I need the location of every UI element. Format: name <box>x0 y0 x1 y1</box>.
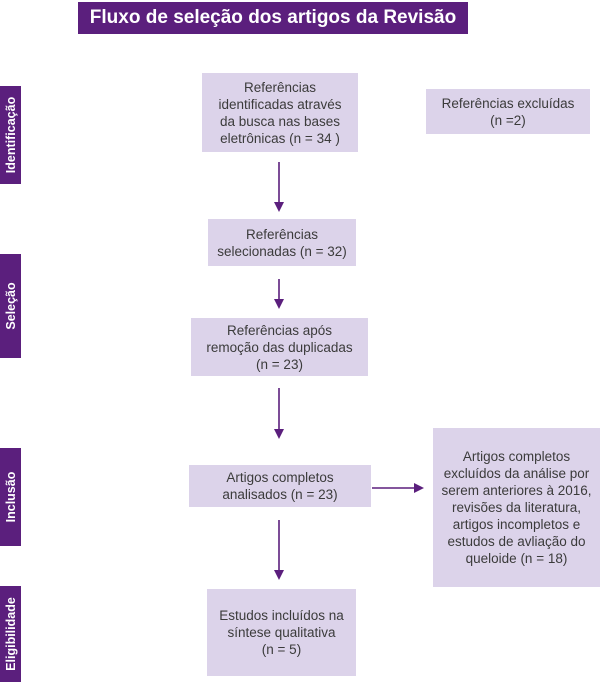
box-analyzed-text: Artigos completos analisados (n = 23) <box>222 470 338 502</box>
diagram-title: Fluxo de seleção dos artigos da Revisão <box>78 2 468 34</box>
stage-tab-selecao: Seleção <box>0 254 21 358</box>
box-analyzed: Artigos completos analisados (n = 23) <box>189 465 371 507</box>
stage-tab-identificacao: Identificação <box>0 86 21 184</box>
box-deduplicated-text: Referências após remoção das duplicadas … <box>206 322 353 372</box>
box-excluded-full-text: Artigos completos excluídos da análise p… <box>441 449 592 566</box>
box-selected-text: Referências selecionadas (n = 32) <box>217 226 347 259</box>
stage-tab-inclusao: Inclusão <box>0 448 21 546</box>
box-selected: Referências selecionadas (n = 32) <box>208 219 356 266</box>
stage-tab-elegibilidade: Eligibilidade <box>0 586 21 682</box>
box-excluded-full: Artigos completos excluídos da análise p… <box>433 428 600 587</box>
box-excluded-text: Referências excluídas (n =2) <box>441 95 575 128</box>
box-excluded: Referências excluídas (n =2) <box>426 89 590 134</box>
box-identified-text: Referências identificadas através da bus… <box>218 79 342 146</box>
box-included: Estudos incluídos na síntese qualitativa… <box>207 589 356 676</box>
box-included-text: Estudos incluídos na síntese qualitativa… <box>219 608 344 657</box>
box-identified: Referências identificadas através da bus… <box>202 73 358 152</box>
box-deduplicated: Referências após remoção das duplicadas … <box>191 318 368 376</box>
